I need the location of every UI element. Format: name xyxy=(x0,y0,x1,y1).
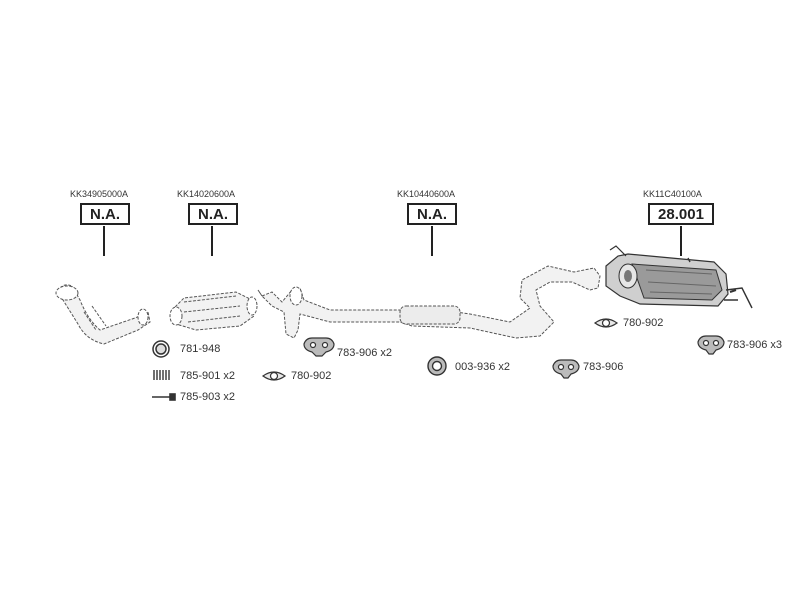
part-label-spring: 785-901 x2 xyxy=(180,370,236,382)
rubber-hanger-icon-1 xyxy=(303,337,335,357)
part-label-ring-gasket: 781-948 xyxy=(180,343,221,355)
assembly-status-box-2[interactable]: N.A. xyxy=(188,203,238,225)
front-pipe-part xyxy=(55,284,151,345)
flange-gasket-icon-1 xyxy=(261,371,287,381)
part-label-rubber-hanger-1: 783-906 x2 xyxy=(337,347,393,359)
spring-icon xyxy=(153,370,170,380)
rubber-hanger-icon-3 xyxy=(697,335,725,355)
rear-silencer-part xyxy=(605,245,753,309)
assembly-code-1: KK34905000A xyxy=(70,189,129,199)
part-label-bolt: 785-903 x2 xyxy=(180,391,236,403)
flange-gasket-icon-2 xyxy=(593,318,619,328)
assembly-status-box-4[interactable]: 28.001 xyxy=(648,203,714,225)
assembly-code-3: KK10440600A xyxy=(397,189,456,199)
part-label-flange-gasket-2: 780-902 xyxy=(623,317,664,329)
catalytic-converter-part xyxy=(169,291,258,331)
ring-clamp-icon xyxy=(427,356,447,376)
bolt-icon xyxy=(152,393,176,401)
part-label-rubber-hanger-3: 783-906 x3 xyxy=(727,339,783,351)
part-label-flange-gasket-1: 780-902 xyxy=(291,370,332,382)
center-pipe-part xyxy=(257,265,601,339)
assembly-status-box-1[interactable]: N.A. xyxy=(80,203,130,225)
rubber-hanger-icon-2 xyxy=(552,359,580,379)
ring-gasket-icon xyxy=(152,340,170,358)
part-label-ring-clamp: 003-936 x2 xyxy=(455,361,511,373)
assembly-code-2: KK14020600A xyxy=(177,189,236,199)
assembly-status-box-3[interactable]: N.A. xyxy=(407,203,457,225)
part-label-rubber-hanger-2: 783-906 xyxy=(583,361,624,373)
assembly-code-4: KK11C40100A xyxy=(643,189,702,199)
